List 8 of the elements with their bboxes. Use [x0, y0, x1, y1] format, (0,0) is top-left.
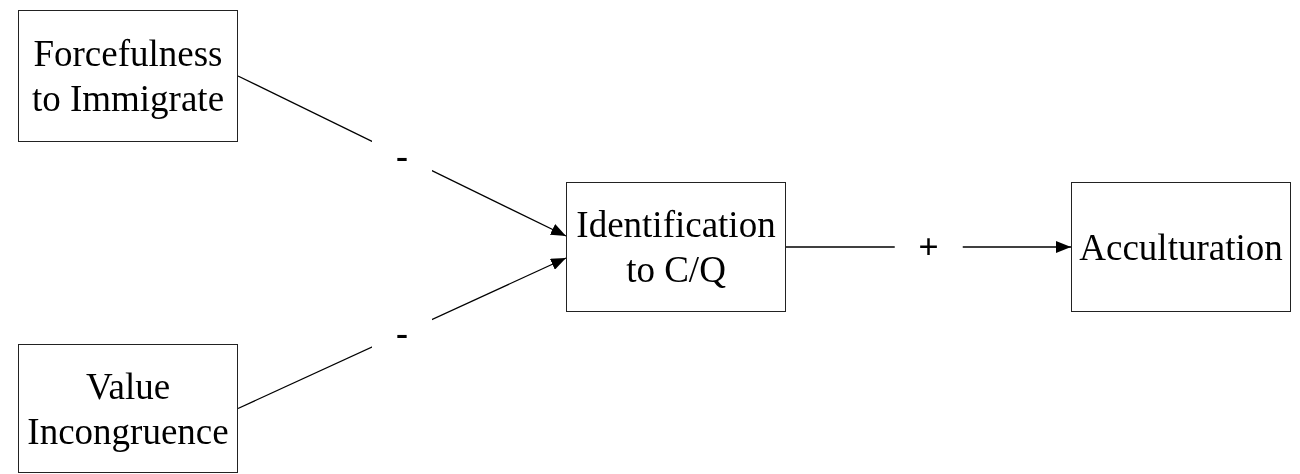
box-text: Identification to C/Q	[575, 203, 777, 292]
box-text: Forcefulness to Immigrate	[30, 32, 226, 121]
concept-box	[1071, 182, 1291, 312]
concept-box	[566, 182, 786, 312]
box-text: Value Incongruence	[26, 364, 230, 454]
box-text: Acculturation	[1079, 225, 1283, 270]
concept-box	[18, 344, 238, 473]
concept-box	[18, 10, 238, 142]
